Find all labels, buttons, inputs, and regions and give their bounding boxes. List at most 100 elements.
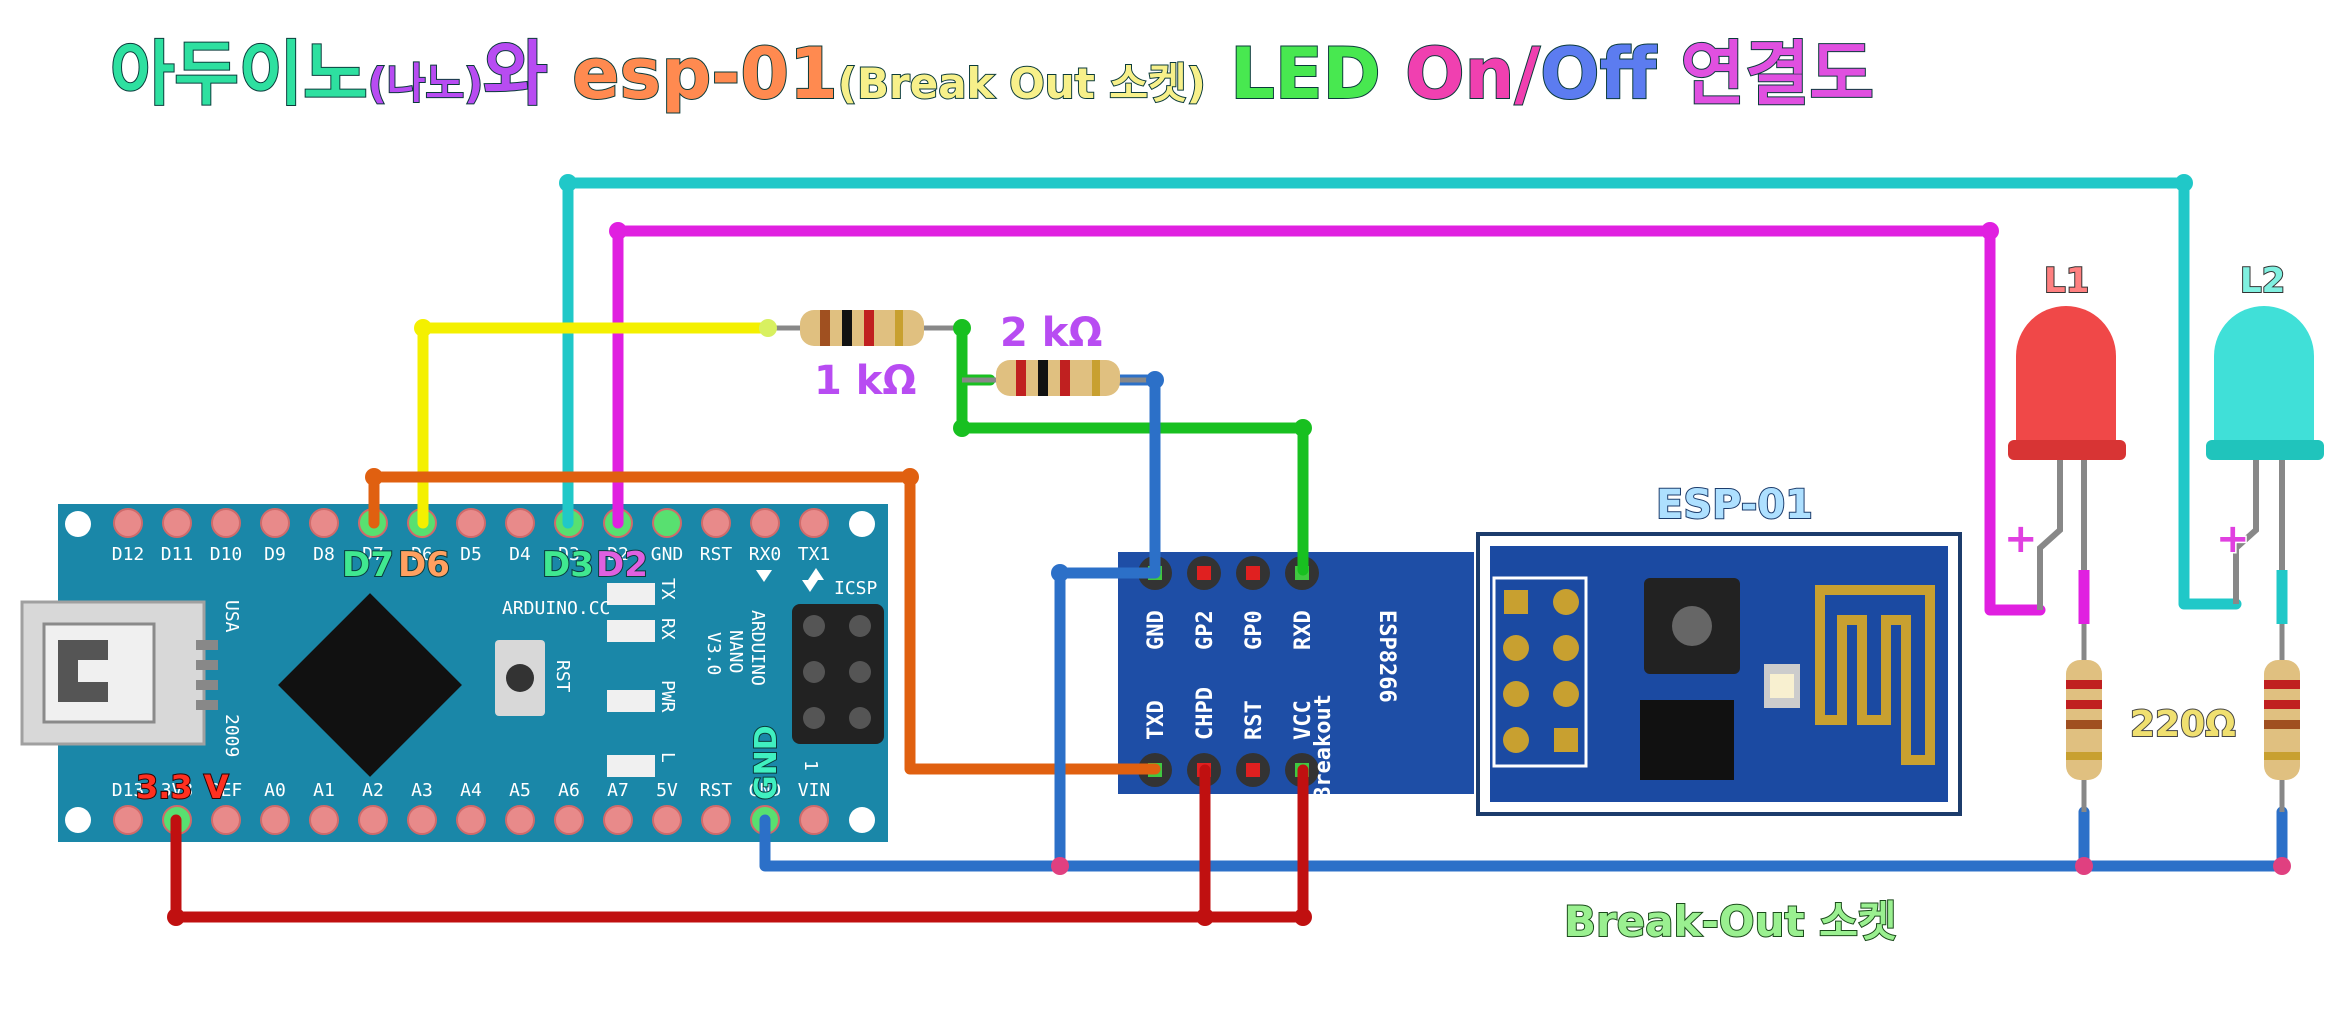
- silk-rst: RST: [552, 660, 573, 693]
- nano-pin-label-bottom-2: REF: [210, 780, 243, 801]
- silk-2009: 2009: [221, 714, 242, 757]
- breakout-pin-label-top-3: RXD: [1291, 610, 1316, 650]
- breakout-socket-label: Break-Out 소켓: [1564, 897, 1897, 946]
- nano-pin-top-2: [211, 508, 241, 538]
- silk-tx: TX: [657, 578, 678, 600]
- wire-junctions: [167, 174, 2291, 926]
- resistor-2k: [962, 360, 1155, 396]
- nano-pin-top-8: [505, 508, 535, 538]
- led-l2-plus: +: [2216, 516, 2250, 562]
- silk-l: L: [657, 752, 678, 763]
- breakout-label-esp8266: ESP8266: [1374, 610, 1399, 703]
- silk-icsp: ICSP: [834, 578, 878, 599]
- nano-pin-label-bottom-13: GND: [749, 780, 782, 801]
- title-part-9: Off: [1540, 33, 1658, 115]
- flash-chip: [1640, 700, 1734, 780]
- nano-pin-top-0: [113, 508, 143, 538]
- nano-pin-label-top-4: D8: [313, 544, 335, 565]
- nano-pin-label-bottom-5: A2: [362, 780, 384, 801]
- breakout-pin-label-bottom-3: VCC: [1291, 700, 1316, 740]
- nano-pin-bottom-0: [113, 805, 143, 835]
- pin-label-33v: 3.3 V: [136, 768, 229, 806]
- nano-pin-top-1: [162, 508, 192, 538]
- nano-pin-label-top-1: D11: [161, 544, 194, 565]
- nano-pin-top-13: [750, 508, 780, 538]
- breakout-pin-label-top-0: GND: [1144, 610, 1169, 650]
- nano-pin-bottom-7: [456, 805, 486, 835]
- pin-label-gnd: GND: [749, 725, 784, 800]
- breakout-pin-label-top-1: GP2: [1193, 610, 1218, 650]
- nano-pin-top-3: [260, 508, 290, 538]
- nano-pin-top-4: [309, 508, 339, 538]
- resistor-220-l1: [2066, 624, 2102, 812]
- silk-one: 1: [800, 760, 821, 771]
- nano-pin-bottom-10: [603, 805, 633, 835]
- title-part-6: LED: [1206, 33, 1405, 115]
- nano-pin-label-top-9: D3: [558, 544, 580, 565]
- nano-pin-top-14: [799, 508, 829, 538]
- nano-pin-label-bottom-6: A3: [411, 780, 433, 801]
- resistor-1k-label: 1 kΩ: [814, 358, 916, 404]
- resistor-220-label: 220Ω: [2130, 704, 2236, 745]
- nano-pin-label-top-12: RST: [700, 544, 733, 565]
- nano-pin-bottom-3: [260, 805, 290, 835]
- nano-bottom-pins: [113, 805, 829, 835]
- silk-v3: V3.0: [703, 632, 724, 675]
- breakout-pin-label-bottom-2: RST: [1242, 700, 1267, 740]
- nano-pin-label-top-6: D6: [411, 544, 433, 565]
- breakout-label-breakout: Breakout: [1311, 694, 1336, 800]
- wire-red-33v: [170, 764, 1309, 923]
- led-l1-label: L1: [2044, 261, 2089, 301]
- nano-pin-label-top-2: D10: [210, 544, 243, 565]
- title-part-3: 와: [483, 33, 572, 115]
- nano-pin-bottom-9: [554, 805, 584, 835]
- wire-blue-gnd-bus: [759, 806, 2288, 872]
- esp01-module: [1476, 532, 1962, 816]
- nano-pin-label-top-11: GND: [651, 544, 684, 565]
- title-part-1: 아두이노: [110, 33, 368, 115]
- nano-pin-top-12: [701, 508, 731, 538]
- diagram-title: 아두이노(나노)와 esp-01(Break Out 소켓) LED On/Of…: [110, 33, 1874, 115]
- title-part-10: 연결도: [1656, 33, 1874, 115]
- nano-pin-bottom-11: [652, 805, 682, 835]
- breakout-pin-label-top-2: GP0: [1242, 610, 1267, 650]
- nano-pin-label-bottom-1: 3V3: [161, 780, 194, 801]
- nano-pin-label-bottom-14: VIN: [798, 780, 831, 801]
- chip-atmega: [278, 593, 462, 777]
- nano-pin-bottom-12: [701, 805, 731, 835]
- resistor-1k: [768, 310, 960, 346]
- pin-label-d7: D7: [342, 545, 394, 585]
- nano-pin-label-bottom-10: A7: [607, 780, 629, 801]
- resistor-220-l2: [2264, 624, 2300, 812]
- nano-pin-label-bottom-11: 5V: [656, 780, 678, 801]
- silk-rx: RX: [657, 618, 678, 640]
- nano-pin-bottom-6: [407, 805, 437, 835]
- nano-pin-label-bottom-8: A5: [509, 780, 531, 801]
- wire-yellow-d6-1k: [417, 322, 774, 529]
- breakout-pin-label-bottom-0: TXD: [1144, 700, 1169, 740]
- nano-pin-label-top-10: D2: [607, 544, 629, 565]
- title-part-4: esp-01: [572, 33, 838, 115]
- led-l2-label: L2: [2240, 261, 2285, 301]
- led-l2: [2206, 306, 2324, 624]
- pin-label-d3: D3: [542, 545, 594, 585]
- title-part-2: (나노): [368, 59, 484, 108]
- nano-pin-label-top-8: D4: [509, 544, 531, 565]
- wire-blue-2k-gnd: [1114, 374, 1161, 576]
- led-l1: [2008, 306, 2126, 624]
- nano-pin-label-bottom-7: A4: [460, 780, 482, 801]
- nano-pin-label-top-3: D9: [264, 544, 286, 565]
- silk-usa: USA: [221, 600, 242, 633]
- silk-pwr: PWR: [657, 680, 678, 713]
- pin-label-d6: D6: [398, 545, 450, 585]
- nano-pin-top-7: [456, 508, 486, 538]
- esp01-label: ESP-01: [1656, 482, 1813, 528]
- nano-pin-top-11: [652, 508, 682, 538]
- resistor-2k-label: 2 kΩ: [1000, 310, 1102, 356]
- nano-pin-bottom-2: [211, 805, 241, 835]
- nano-pin-bottom-4: [309, 805, 339, 835]
- nano-pin-label-bottom-9: A6: [558, 780, 580, 801]
- silk-arduino-cc: ARDUINO.CC: [502, 598, 610, 619]
